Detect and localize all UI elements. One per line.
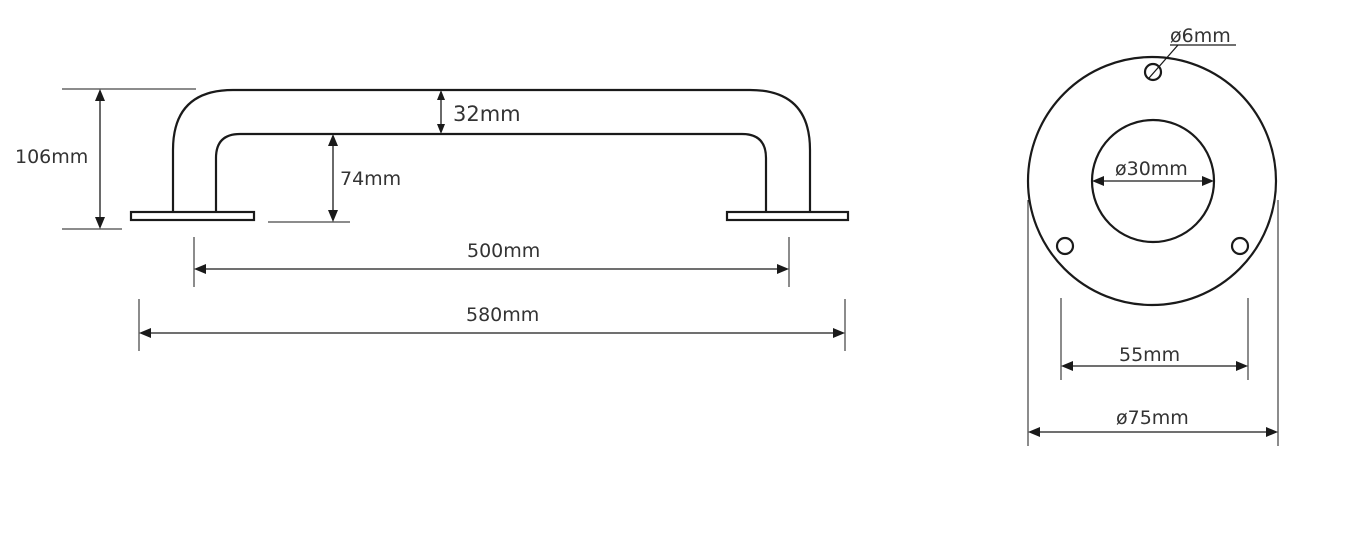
- screw-hole-left: [1055, 236, 1075, 256]
- bar-outer-contour: [171, 88, 812, 212]
- screw-hole-label: ø6mm: [1170, 25, 1231, 47]
- flange-outer-circle: [1026, 55, 1278, 307]
- overall-height-label: 106mm: [15, 146, 88, 168]
- dim-inner-diameter: [1092, 176, 1214, 186]
- dim-overall-length: [138, 299, 846, 351]
- hole-spacing-label: 55mm: [1119, 344, 1180, 366]
- screw-hole-top: [1143, 62, 1163, 82]
- dim-outer-diameter: [1027, 200, 1279, 446]
- dim-tube-diameter: [437, 90, 445, 134]
- left-base-flange: [129, 210, 256, 222]
- dim-inner-height: [268, 134, 350, 223]
- overall-length-label: 580mm: [466, 304, 539, 326]
- right-base-flange: [725, 210, 850, 222]
- dim-hole-spacing: [1060, 298, 1249, 380]
- tube-diameter-label: 32mm: [453, 102, 521, 126]
- inner-diameter-label: ø30mm: [1115, 158, 1188, 180]
- inner-height-label: 74mm: [340, 168, 401, 190]
- dim-overall-height: [62, 88, 196, 230]
- grab-bar-side-view: [129, 88, 850, 222]
- bar-inner-contour: [214, 132, 768, 212]
- dim-center-distance: [193, 237, 790, 287]
- dim-screw-hole: [1148, 44, 1236, 79]
- screw-hole-right: [1230, 236, 1250, 256]
- outer-diameter-label: ø75mm: [1116, 407, 1189, 429]
- center-distance-label: 500mm: [467, 240, 540, 262]
